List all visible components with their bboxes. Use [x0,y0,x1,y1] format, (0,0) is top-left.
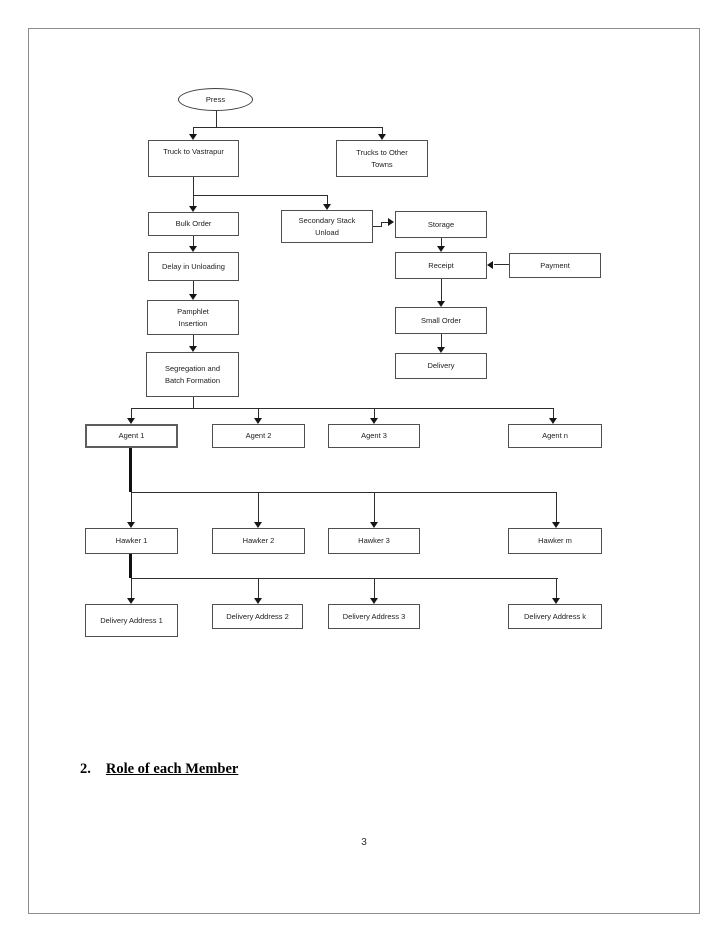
arrowhead-down [370,418,378,424]
node-agent-2: Agent 2 [212,424,305,448]
node-truck-to-vastrapur: Truck to Vastrapur [148,140,239,177]
node-agent-3: Agent 3 [328,424,420,448]
arrowhead-left [487,261,493,269]
node-delivery-address-3: Delivery Address 3 [328,604,420,629]
node-trucks-to-other-towns: Trucks to Other Towns [336,140,428,177]
section-heading-text: Role of each Member [105,761,239,777]
arrowhead-down [254,522,262,528]
node-hawker-1: Hawker 1 [85,528,178,554]
connector-line [374,492,375,523]
connector-line [258,492,259,523]
connector-line [193,195,328,196]
arrowhead-down [189,246,197,252]
arrowhead-down [549,418,557,424]
connector-line [131,578,558,579]
arrowhead-down [437,347,445,353]
node-hawker-2: Hawker 2 [212,528,305,554]
node-receipt: Receipt [395,252,487,279]
arrowhead-down [378,134,386,140]
node-bulk-order: Bulk Order [148,212,239,236]
node-press: Press [178,88,253,111]
node-delivery: Delivery [395,353,487,379]
connector-line [193,281,194,295]
page-number: 3 [361,837,367,848]
node-agent-1: Agent 1 [85,424,178,448]
node-payment: Payment [509,253,601,278]
connector-line [494,264,509,265]
node-small-order: Small Order [395,307,487,334]
node-storage: Storage [395,211,487,238]
arrowhead-down [437,246,445,252]
connector-line [193,196,194,207]
node-hawker-m: Hawker m [508,528,602,554]
connector-line [131,408,554,409]
arrowhead-down [323,204,331,210]
arrowhead-down [127,418,135,424]
connector-line [131,578,132,599]
connector-line [556,492,557,523]
connector-line [193,236,194,247]
node-secondary-stack-unload: Secondary Stack Unload [281,210,373,243]
arrowhead-down [189,206,197,212]
connector-line [556,578,557,599]
node-hawker-3: Hawker 3 [328,528,420,554]
arrowhead-down [127,522,135,528]
connector-line [129,448,132,492]
connector-line [373,226,382,227]
node-agent-n: Agent n [508,424,602,448]
node-delivery-address-2: Delivery Address 2 [212,604,303,629]
connector-line [381,222,382,227]
connector-line [327,196,328,205]
connector-line [374,408,375,419]
arrowhead-down [370,598,378,604]
arrowhead-down [370,522,378,528]
arrowhead-down [189,294,197,300]
arrowhead-down [552,598,560,604]
arrowhead-down [189,134,197,140]
arrowhead-down [127,598,135,604]
connector-line [193,127,383,128]
connector-line [131,492,557,493]
connector-line [441,279,442,302]
connector-line [193,397,194,408]
connector-line [553,408,554,419]
connector-line [258,408,259,419]
node-delay-in-unloading: Delay in Unloading [148,252,239,281]
section-heading: 2. Role of each Member [80,761,238,778]
arrowhead-down [254,598,262,604]
section-heading-number: 2. [80,761,91,777]
arrowhead-down [189,346,197,352]
arrowhead-down [254,418,262,424]
node-pamphlet-insertion: Pamphlet Insertion [147,300,239,335]
connector-line [441,238,442,247]
node-delivery-address-k: Delivery Address k [508,604,602,629]
connector-line [193,128,194,135]
connector-line [381,222,389,223]
connector-line [374,578,375,599]
node-segregation-batch-formation: Segregation and Batch Formation [146,352,239,397]
arrowhead-down [552,522,560,528]
connector-line [193,335,194,347]
connector-line [216,110,217,128]
connector-line [193,177,194,196]
connector-line [441,334,442,348]
arrowhead-right [388,218,394,226]
arrowhead-down [437,301,445,307]
connector-line [258,578,259,599]
node-delivery-address-1: Delivery Address 1 [85,604,178,637]
connector-line [131,492,132,523]
connector-line [129,554,132,578]
connector-line [382,128,383,135]
connector-line [131,408,132,419]
